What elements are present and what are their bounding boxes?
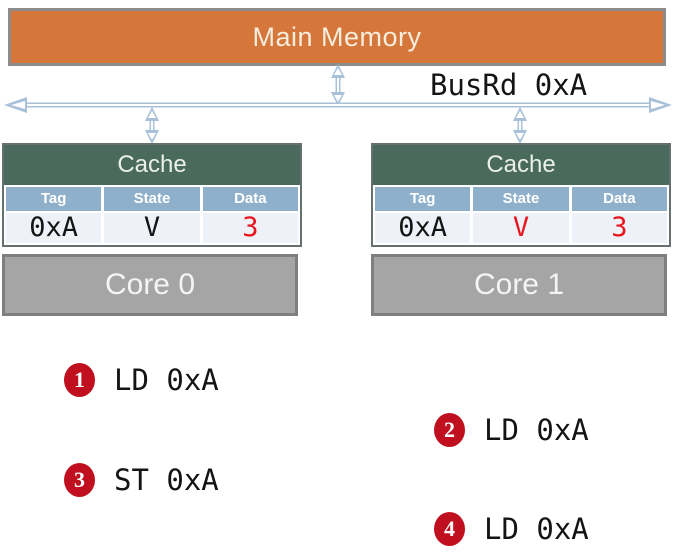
main-memory-label: Main Memory [252,21,422,52]
core1-label: Core 1 [473,268,565,301]
operation-item-1: 1 LD 0xA [64,363,219,397]
operation-item-3: 3 ST 0xA [64,463,219,497]
cache1-data-value: 3 [571,213,667,243]
core1-box: Core 1 [371,254,667,316]
cache0-state-value: V [104,213,200,243]
operation-number-badge: 3 [64,463,95,497]
cache1-col-data: Data [571,187,667,211]
main-memory-box: Main Memory [8,8,666,66]
cache0-table: Cache Tag State Data 0xA V 3 [2,143,302,247]
cache1-tag-value: 0xA [375,213,471,243]
cache0-col-tag: Tag [6,187,102,211]
cache1-grid: Tag State Data 0xA V 3 [373,185,669,245]
operation-label: ST 0xA [114,463,219,497]
cache0-col-state: State [104,187,200,211]
cache0-data-value: 3 [202,213,298,243]
bus-cache0-arrow [145,107,159,144]
cache1-state-value: V [473,213,569,243]
cache1-table: Cache Tag State Data 0xA V 3 [371,143,671,247]
operation-label: LD 0xA [484,512,589,546]
cache0-title: Cache [4,145,300,185]
operation-number-badge: 1 [64,363,95,397]
operation-number-badge: 4 [434,512,465,546]
operation-item-2: 2 LD 0xA [434,413,589,447]
bus-arrow [4,97,672,113]
operation-label: LD 0xA [484,413,589,447]
cache1-col-state: State [473,187,569,211]
cache0-grid: Tag State Data 0xA V 3 [4,185,300,245]
cache1-title: Cache [373,145,669,185]
cache1-col-tag: Tag [375,187,471,211]
core0-label: Core 0 [104,268,196,301]
operation-label: LD 0xA [114,363,219,397]
operation-number-badge: 2 [434,413,465,447]
memory-bus-arrow [331,64,345,106]
bus-cache1-arrow [513,107,527,144]
bus-and-connector-arrows [4,64,672,144]
operation-item-4: 4 LD 0xA [434,512,589,546]
cache0-tag-value: 0xA [6,213,102,243]
bus-transaction-label: BusRd 0xA [430,68,588,102]
core0-box: Core 0 [2,254,298,316]
cache0-col-data: Data [202,187,298,211]
